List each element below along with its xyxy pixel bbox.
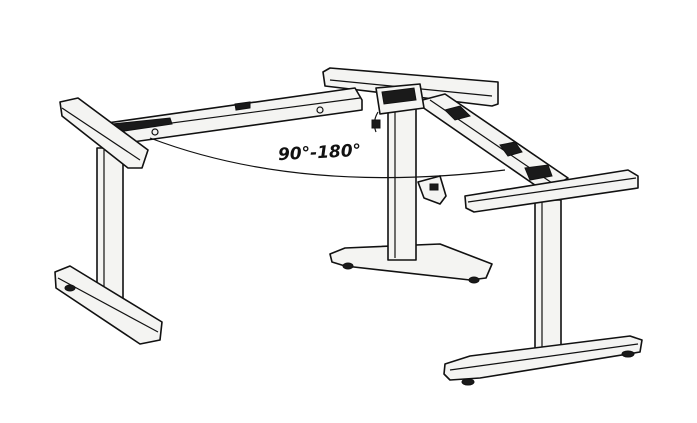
right-leg <box>443 169 643 386</box>
center-leg <box>329 107 493 284</box>
left-leg <box>54 97 163 345</box>
control-box <box>371 83 425 133</box>
left-crossbeam <box>99 87 363 145</box>
angle-arc <box>149 137 506 179</box>
hand-switch <box>417 175 447 205</box>
right-crossbeam <box>414 93 569 193</box>
